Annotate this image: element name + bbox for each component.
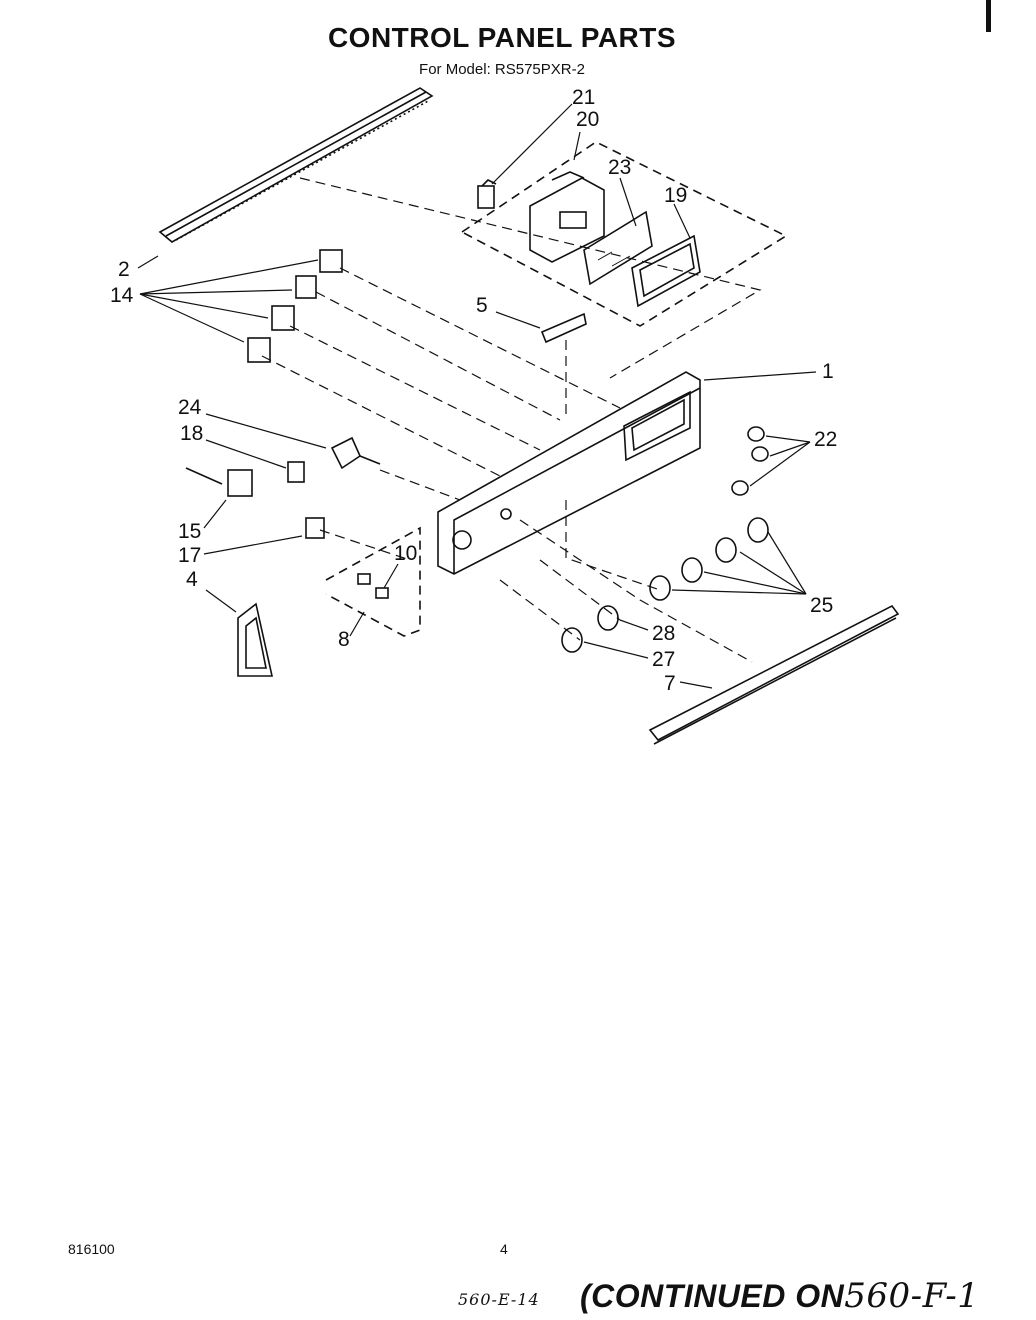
document-number: 816100 <box>68 1241 115 1257</box>
callout-24: 24 <box>178 396 202 419</box>
callout-15: 15 <box>178 520 201 543</box>
part-22-grommets <box>731 426 769 496</box>
part-24-selector <box>330 436 381 470</box>
part-5-bracket <box>540 312 587 344</box>
part-21-clip <box>477 179 497 209</box>
part-4-guard <box>237 602 273 677</box>
callout-7: 7 <box>664 672 676 695</box>
callout-labels: 1 2 14 21 20 23 19 5 22 24 18 15 17 4 10… <box>110 86 837 695</box>
callout-28: 28 <box>652 622 675 645</box>
part-19-frame <box>631 234 701 308</box>
callout-25: 25 <box>810 594 833 617</box>
handwritten-reference: 560-E-14 <box>458 1290 540 1309</box>
callout-27: 27 <box>652 648 675 671</box>
callout-14: 14 <box>110 284 134 307</box>
part-18-switch <box>287 461 305 483</box>
callout-17: 17 <box>178 544 201 567</box>
page-number: 4 <box>500 1241 508 1257</box>
part-20-clock <box>529 171 605 263</box>
leader-lines <box>137 103 817 689</box>
callout-20: 20 <box>576 108 599 131</box>
callout-1: 1 <box>822 360 834 383</box>
part-1-console-panel <box>437 371 701 575</box>
callout-19: 19 <box>664 184 687 207</box>
continued-page-ref: 560-F-1 <box>844 1276 980 1316</box>
edge-mark <box>986 0 991 32</box>
callout-23: 23 <box>608 156 631 179</box>
callout-10: 10 <box>394 542 417 565</box>
model-subtitle: For Model: RS575PXR-2 <box>419 61 585 78</box>
part-14-switches <box>247 249 343 363</box>
knobs <box>561 517 769 653</box>
continued-text: (CONTINUED ON <box>580 1278 845 1314</box>
callout-21: 21 <box>572 86 595 109</box>
page-title: CONTROL PANEL PARTS <box>327 22 677 53</box>
callout-22: 22 <box>814 428 837 451</box>
part-10-spacers <box>357 573 389 599</box>
alignment-lines <box>261 177 762 663</box>
part-17-holder <box>305 517 325 539</box>
part-8-bracket <box>325 526 421 637</box>
part-15-buzzer <box>185 467 253 497</box>
continued-note: (CONTINUED ON560-F-1 <box>580 1276 979 1316</box>
callout-4: 4 <box>186 568 198 591</box>
callout-5: 5 <box>476 294 488 317</box>
part-23-lens <box>583 210 653 286</box>
callout-8: 8 <box>338 628 350 651</box>
callout-18: 18 <box>180 422 203 445</box>
part-7-bottom-rail <box>648 604 900 745</box>
part-2-top-trim <box>158 87 434 243</box>
part-20-clock-assembly-outline <box>460 141 788 327</box>
callout-2: 2 <box>118 258 130 281</box>
